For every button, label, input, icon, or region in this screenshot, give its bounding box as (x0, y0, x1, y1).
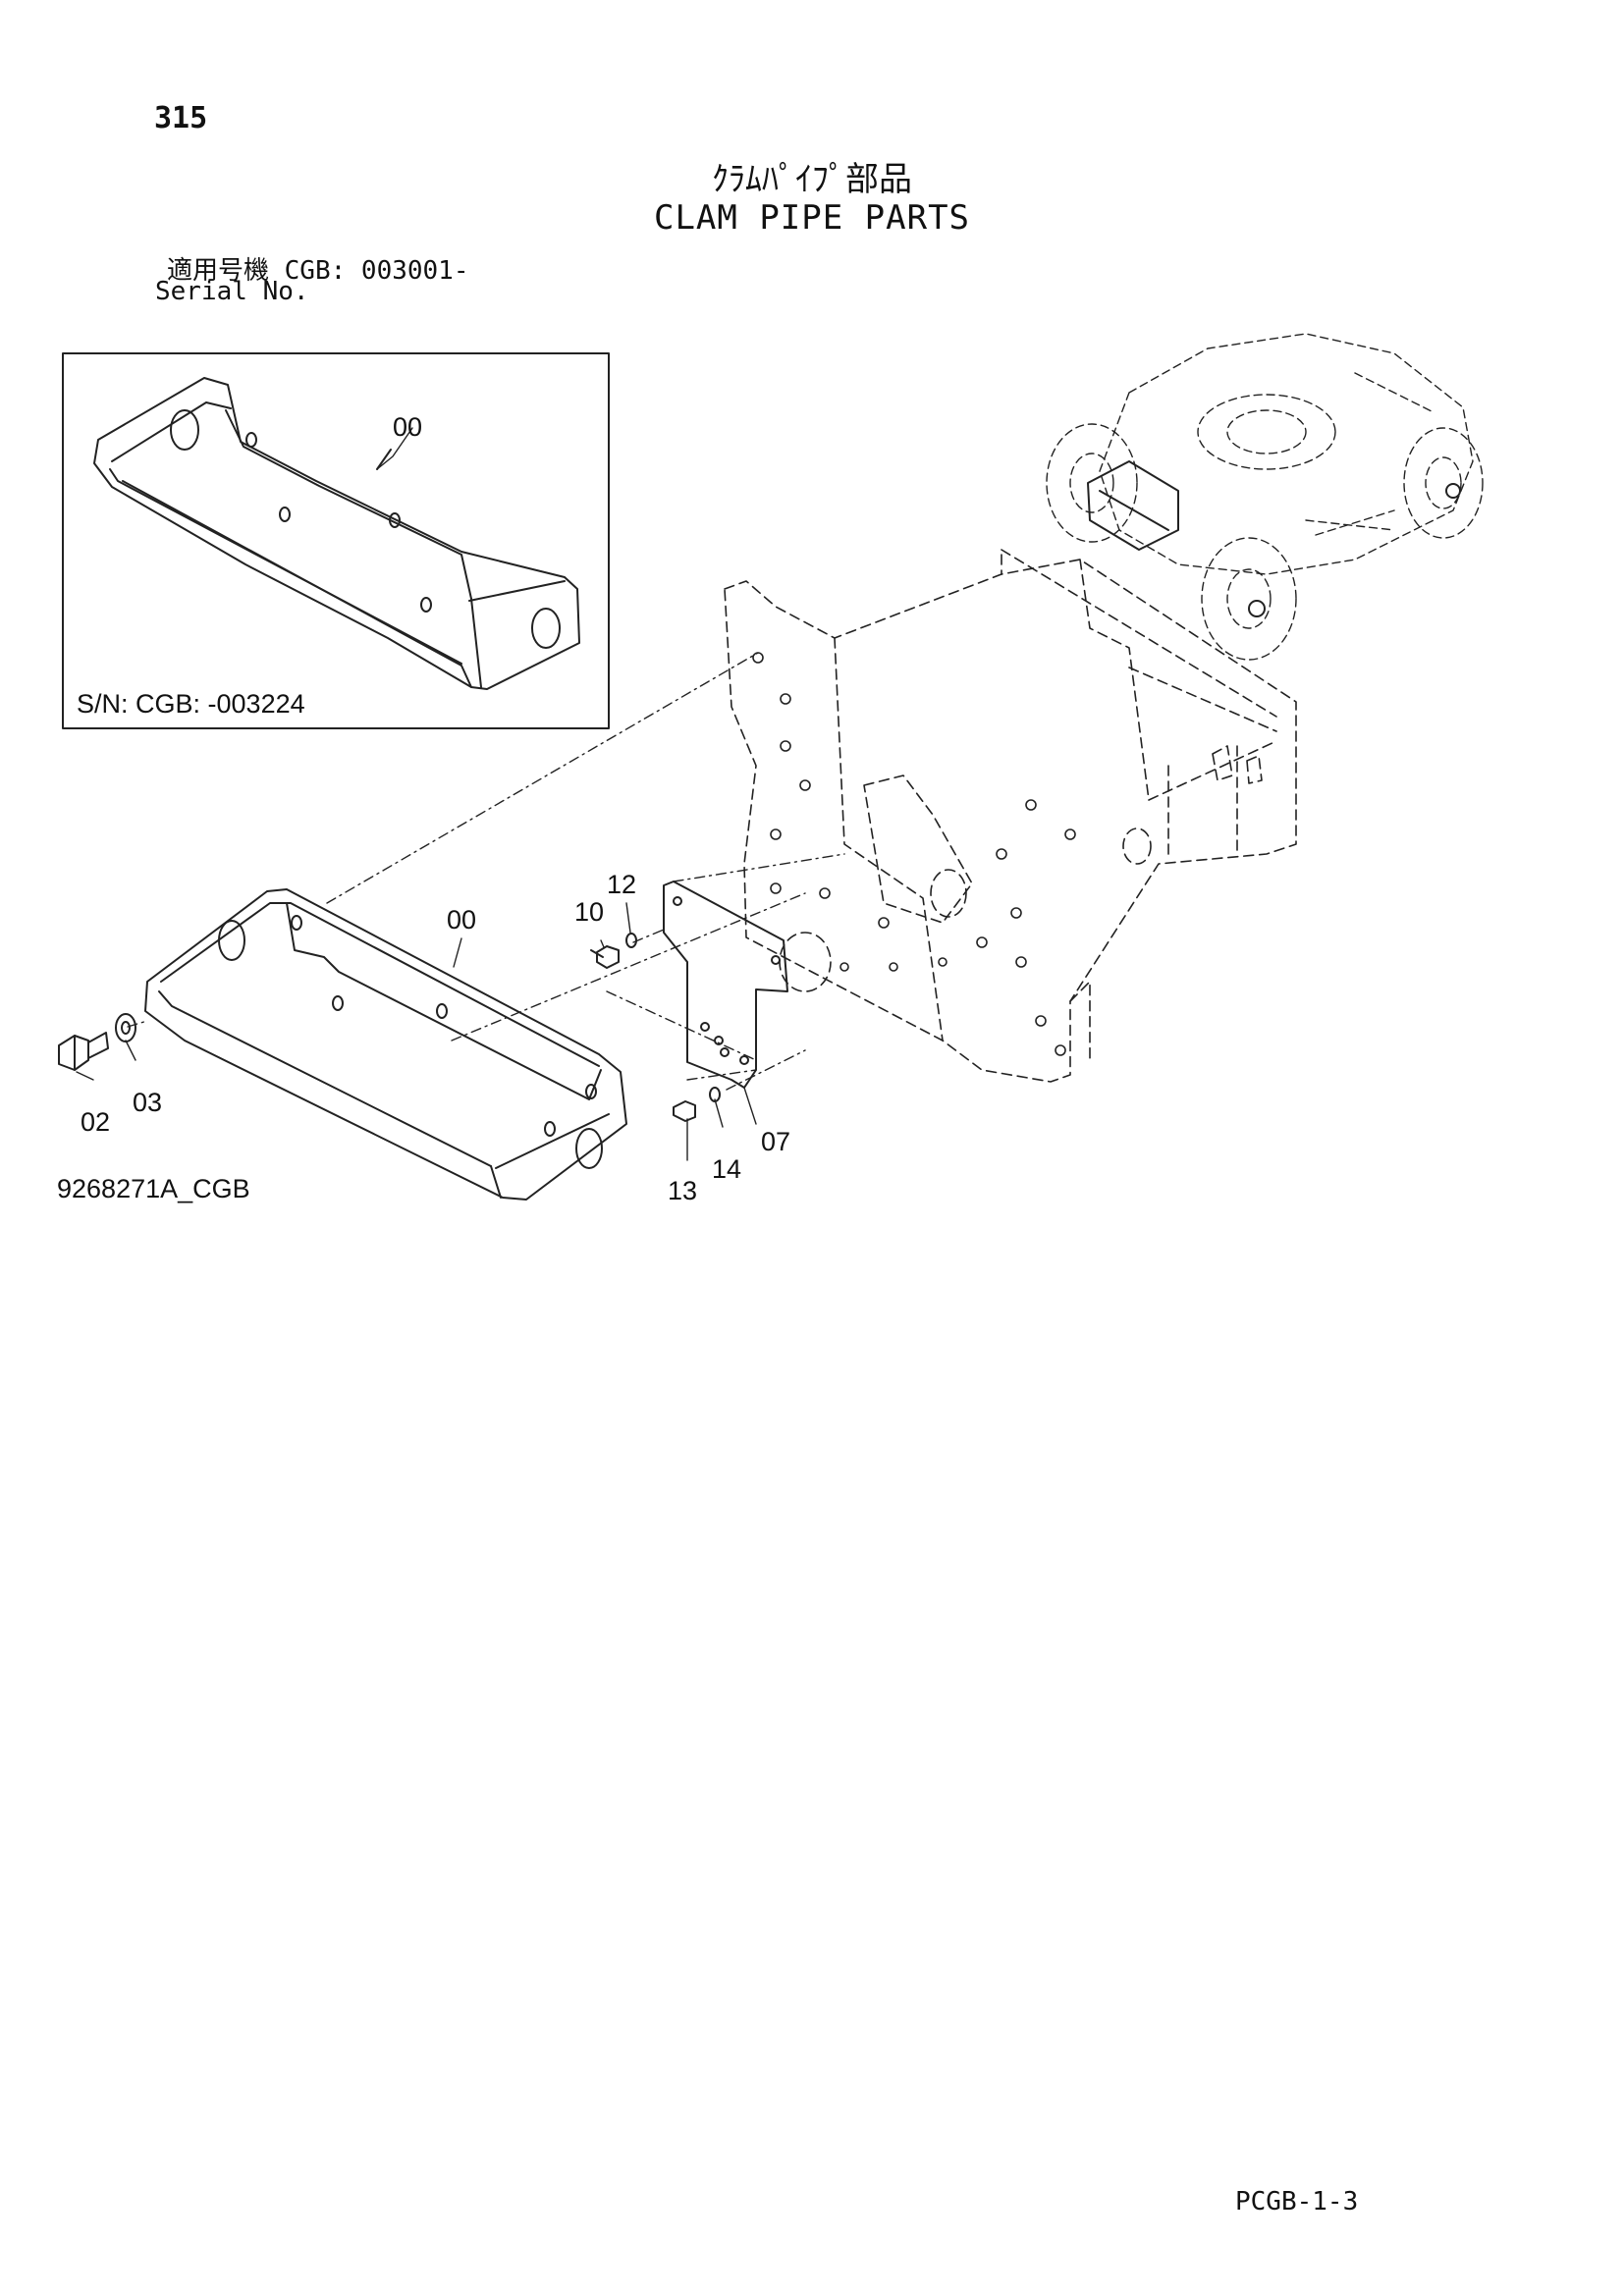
serial-applicability: 適用号機 CGB: 003001- (167, 256, 469, 286)
machine-highlight (1087, 460, 1461, 617)
callout-03: 03 (133, 1088, 162, 1117)
callout-12: 12 (607, 870, 636, 899)
page-code: PCGB-1-3 (1235, 2187, 1359, 2216)
callout-02: 02 (81, 1107, 110, 1137)
inset-bracket-drawing (93, 377, 580, 690)
callout-10: 10 (574, 897, 604, 927)
inset-serial-label: S/N: CGB: -003224 (77, 689, 305, 719)
serial-label: Serial No. (155, 277, 309, 306)
callout-13: 13 (668, 1176, 697, 1205)
bolt-13-drawing (673, 1100, 696, 1122)
page-title-japanese: ｸﾗﾑﾊﾟｲﾌﾟ部品 (712, 160, 912, 199)
frame-holes (752, 652, 1076, 1056)
washer-12-drawing (625, 933, 637, 948)
bolt-02-drawing (58, 1032, 109, 1071)
machine-reference-drawing (1046, 333, 1484, 661)
cover-plate-07-drawing (663, 881, 788, 1089)
callout-inset-00: 00 (393, 412, 422, 442)
washer-03-drawing (115, 1013, 136, 1042)
page-title: CLAM PIPE PARTS (653, 198, 971, 238)
bolt-10-drawing (590, 945, 620, 969)
leader-lines (76, 427, 757, 1161)
clam-pipe-beam-drawing (144, 888, 627, 1201)
page-number: 315 (154, 101, 208, 135)
frame-reference-drawing (724, 549, 1297, 1083)
assembly-lines (127, 652, 845, 1091)
drawing-id: 9268271A_CGB (57, 1174, 250, 1203)
callout-07: 07 (761, 1127, 790, 1156)
callout-00: 00 (447, 905, 476, 934)
callout-14: 14 (712, 1154, 741, 1184)
inset-frame (62, 352, 610, 729)
